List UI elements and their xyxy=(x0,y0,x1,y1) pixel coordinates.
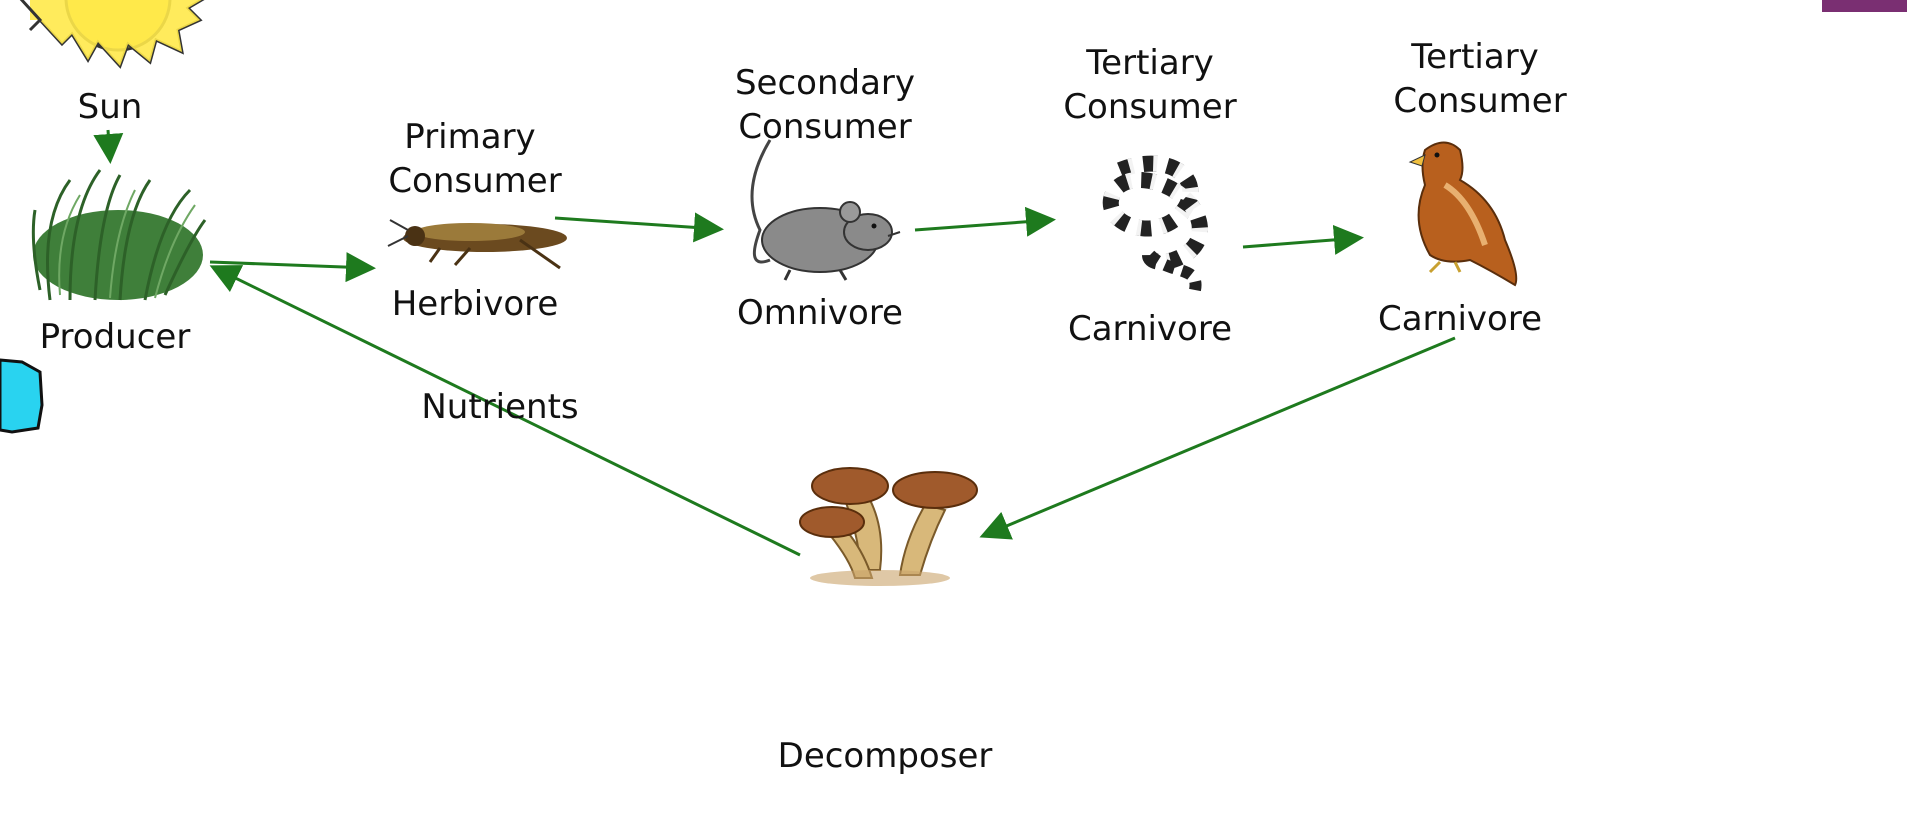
snake-icon xyxy=(1102,155,1209,292)
label-primary-title-1: Primary xyxy=(404,117,536,157)
label-secondary-title-1: Secondary xyxy=(734,63,916,103)
label-secondary-title-2: Consumer xyxy=(738,107,912,147)
hawk-icon xyxy=(1408,141,1518,287)
label-carnivore-2: Carnivore xyxy=(1377,299,1543,339)
mushroom-icon xyxy=(799,467,978,586)
sun-icon xyxy=(19,0,205,69)
label-tertiary2-title-2: Consumer xyxy=(1393,81,1567,121)
water-icon xyxy=(0,358,44,434)
label-omnivore: Omnivore xyxy=(737,293,903,333)
arrow-herbivore-omnivore xyxy=(554,212,724,243)
arrow-producer-herbivore xyxy=(209,252,376,283)
label-decomposer: Decomposer xyxy=(777,736,993,776)
corner-accent xyxy=(1822,0,1907,12)
arrows xyxy=(93,129,1456,557)
label-primary-title-2: Consumer xyxy=(388,161,562,201)
arrow-carnivore-decomposer xyxy=(979,336,1456,540)
grass-icon xyxy=(31,169,207,301)
grasshopper-icon xyxy=(387,219,567,270)
label-nutrients: Nutrients xyxy=(421,387,579,427)
arrow-sun-producer xyxy=(93,129,124,164)
mouse-icon xyxy=(750,139,901,281)
label-producer: Producer xyxy=(39,317,191,357)
label-tertiary1-title-1: Tertiary xyxy=(1086,43,1214,83)
arrow-decomposer-producer xyxy=(209,265,801,557)
label-sun: Sun xyxy=(77,87,143,127)
label-tertiary2-title-1: Tertiary xyxy=(1411,37,1539,77)
label-tertiary1-title-2: Consumer xyxy=(1063,87,1237,127)
arrow-omnivore-carnivore xyxy=(914,206,1056,237)
label-herbivore: Herbivore xyxy=(391,284,559,324)
label-carnivore-1: Carnivore xyxy=(1067,309,1233,349)
arrow-carnivore-carnivore xyxy=(1242,224,1364,255)
